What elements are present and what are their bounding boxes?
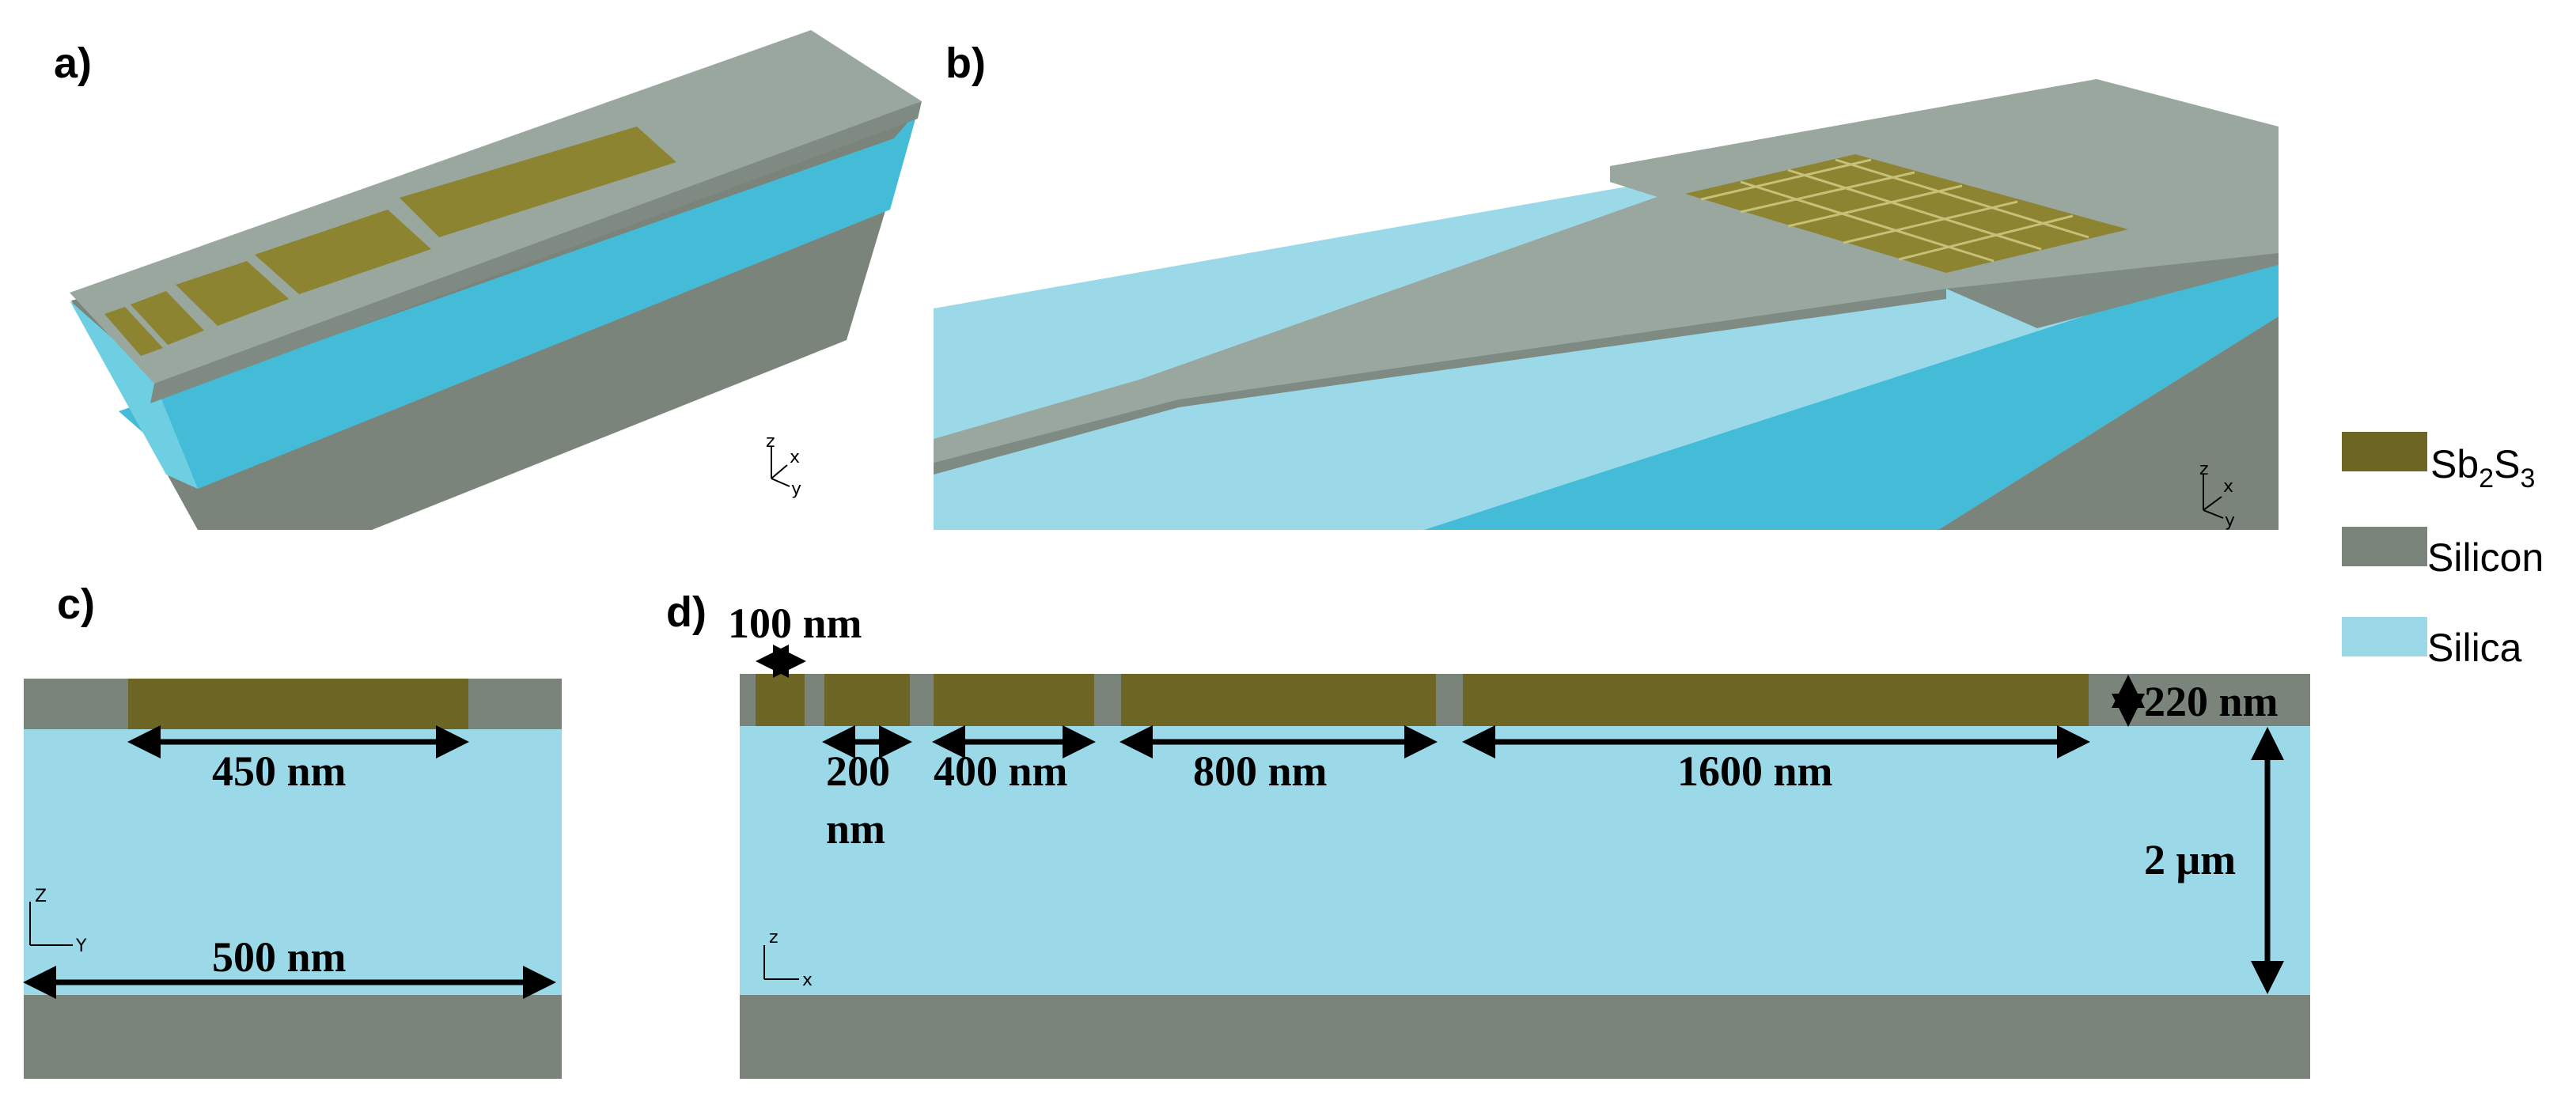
panel-a-patch-1600 (400, 127, 676, 237)
panel-a-axis-x: x (790, 448, 800, 467)
panel-a-axis-y: y (791, 479, 801, 499)
panel-a-patch-100 (104, 307, 163, 356)
panel-b-taper-edge (934, 289, 1946, 475)
panel-a-silica-layer (119, 111, 918, 489)
panel-a-patch-200 (131, 291, 204, 345)
panel-a-patch-800 (255, 210, 431, 294)
legend: Sb2S3 Silicon Silica (2342, 432, 2544, 670)
panel-a-slab-edge (150, 101, 922, 403)
panel-b-silica-side (1424, 253, 2279, 530)
panel-d-silica (740, 726, 2310, 995)
panel-a-3d-render: z x y (70, 30, 922, 530)
panel-b-pad-edge (1946, 253, 2279, 328)
panel-a-patch-400 (176, 261, 289, 326)
panel-label-b: b) (945, 40, 986, 87)
panel-d-substrate (740, 995, 2310, 1079)
panel-a-axis-z: z (766, 432, 775, 452)
panel-c-cross-section: 450 nm 500 nm Z Y (23, 679, 562, 1079)
panel-d-segment-200 (824, 674, 910, 726)
panel-b-axis-x: x (2223, 477, 2233, 497)
panel-c-substrate (24, 995, 562, 1079)
panel-d-label-200-line2: nm (826, 805, 885, 853)
panel-d-segment-1600 (1463, 674, 2089, 726)
panel-d-segment-400 (934, 674, 1094, 726)
panel-c-label-500: 500 nm (212, 933, 347, 981)
panel-b-substrate (1938, 316, 2279, 530)
panel-b-3d-render: z x y (934, 79, 2279, 531)
panel-d-label-2um: 2 μm (2144, 836, 2236, 883)
panel-c-sb2s3-strip (128, 679, 468, 729)
panel-d-label-1600: 1600 nm (1677, 747, 1833, 795)
panel-d-label-200-line1: 200 (826, 747, 890, 795)
panel-c-axis-triad: Z Y (29, 887, 87, 956)
panel-d-axis-triad: z x (763, 928, 813, 990)
panel-d-label-220: 220 nm (2144, 678, 2279, 725)
panel-d-segment-100 (756, 674, 805, 726)
panel-c-axis-z: Z (35, 887, 47, 906)
legend-label-silicon: Silicon (2427, 535, 2544, 580)
panel-b-sb2s3-grating (1685, 154, 2128, 273)
legend-swatch-silica (2342, 617, 2427, 656)
panel-a-axis-triad: z x y (766, 432, 801, 499)
panel-label-a: a) (54, 40, 92, 87)
panel-d-label-800: 800 nm (1193, 747, 1328, 795)
panel-c-label-450: 450 nm (212, 747, 347, 795)
panel-d-axis-x: x (802, 970, 813, 990)
panel-d-label-400: 400 nm (934, 747, 1068, 795)
panel-d-segment-800 (1121, 674, 1436, 726)
panel-a-silica-side (70, 301, 198, 489)
panel-d-label-100: 100 nm (728, 600, 862, 647)
legend-swatch-sb2s3 (2342, 432, 2427, 471)
panel-d-cross-section: 100 nm 200 nm 400 nm 800 nm 1600 nm 220 … (728, 600, 2310, 1079)
panel-c-silica (24, 728, 562, 995)
panel-label-c: c) (57, 581, 95, 628)
panel-b-taper (934, 190, 1946, 463)
panel-c-axis-y: Y (75, 936, 87, 956)
panel-b-axis-y: y (2225, 511, 2235, 531)
panel-b-axis-z: z (2199, 460, 2209, 479)
legend-label-sb2s3: Sb2S3 (2430, 442, 2535, 494)
legend-swatch-silicon (2342, 527, 2427, 566)
legend-label-silica: Silica (2427, 626, 2522, 670)
panel-b-axis-triad: z x y (2199, 460, 2235, 531)
panel-d-axis-z: z (769, 928, 778, 948)
panel-label-d: d) (666, 588, 707, 636)
